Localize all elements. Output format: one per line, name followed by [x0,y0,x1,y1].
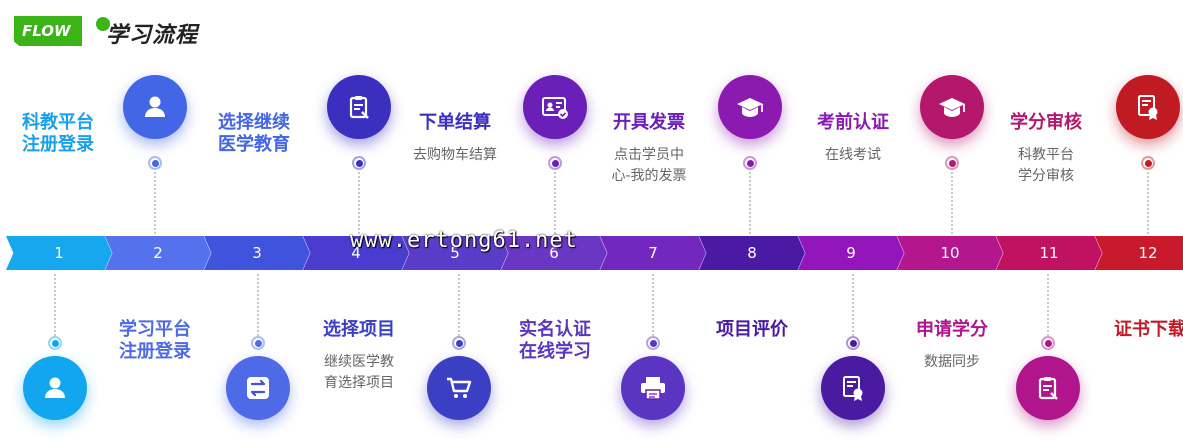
step-marker [548,156,562,170]
clipboard-icon [344,92,374,122]
step-number: 2 [153,244,163,262]
step-arrow-10: 10 [897,236,1003,270]
user-icon [140,92,170,122]
flow-badge: FLOW [14,16,82,46]
step-arrow-11: 11 [996,236,1102,270]
flow-dot [96,17,110,31]
top-step-circle [718,75,782,139]
bottom-step-title: 申请学分 [916,319,988,340]
certificate-icon [1133,92,1163,122]
connector-line [154,172,156,234]
step-marker [646,336,660,350]
top-step-circle [920,75,984,139]
top-step-circle [327,75,391,139]
graduation-cap-icon [735,92,765,122]
step-marker [251,336,265,350]
page-title: 学习流程 [106,23,199,48]
step-marker [743,156,757,170]
step-number: 7 [648,244,658,262]
step-marker [945,156,959,170]
step-marker [1041,336,1055,350]
id-card-icon [540,92,570,122]
top-step-circle [123,75,187,139]
watermark-text: www.ertong61.net [350,228,578,253]
top-step-title: 科教平台注册登录 [22,112,94,155]
connector-line [257,274,259,336]
printer-icon [638,373,668,403]
bottom-step-title: 学习平台注册登录 [119,319,191,362]
top-step-title: 学分审核 [1010,112,1082,133]
graduation-cap-icon [937,92,967,122]
step-number: 3 [252,244,262,262]
connector-line [852,274,854,336]
user-icon [40,373,70,403]
swap-icon [243,373,273,403]
step-arrow-4: 4 [303,236,409,270]
connector-line [458,274,460,336]
bottom-step-circle [621,356,685,420]
step-number: 1 [54,244,64,262]
step-arrow-7: 7 [600,236,706,270]
top-step-title: 开具发票 [613,112,685,133]
bottom-step-title: 选择项目 [323,319,395,340]
connector-line [749,172,751,234]
bottom-step-title: 实名认证在线学习 [519,319,591,362]
step-arrow-12: 12 [1095,236,1183,270]
step-arrow-3: 3 [204,236,310,270]
step-marker [846,336,860,350]
step-number: 10 [940,244,960,262]
step-number: 4 [351,244,361,262]
step-arrow-8: 8 [699,236,805,270]
step-marker [452,336,466,350]
bottom-step-circle [821,356,885,420]
step-number: 5 [450,244,460,262]
top-step-title: 考前认证 [817,112,889,133]
step-marker [1141,156,1155,170]
bottom-step-title: 证书下载 [1114,319,1183,340]
connector-line [951,172,953,234]
connector-line [54,274,56,336]
step-number: 6 [549,244,559,262]
top-step-title: 选择继续医学教育 [218,112,290,155]
connector-line [652,274,654,336]
clipboard-icon [1033,373,1063,403]
top-step-circle [523,75,587,139]
bottom-step-circle [23,356,87,420]
step-number: 8 [747,244,757,262]
top-step-circle [1116,75,1180,139]
bottom-step-title: 项目评价 [716,319,788,340]
cart-icon [444,373,474,403]
step-marker [352,156,366,170]
bottom-step-circle [226,356,290,420]
top-step-desc: 科教平台学分审核 [1018,147,1074,184]
bottom-step-circle [1016,356,1080,420]
bottom-step-circle [427,356,491,420]
connector-line [554,172,556,234]
bottom-step-desc: 继续医学教育选择项目 [324,354,394,391]
bottom-step-desc: 数据同步 [924,354,980,370]
step-arrow-6: 6 [501,236,607,270]
step-number: 12 [1138,244,1158,262]
top-step-desc: 去购物车结算 [413,147,497,163]
step-number: 9 [846,244,856,262]
top-step-desc: 在线考试 [825,147,881,163]
connector-line [1047,274,1049,336]
step-number: 11 [1039,244,1059,262]
step-marker [48,336,62,350]
certificate-icon [838,373,868,403]
top-step-title: 下单结算 [419,112,491,133]
step-arrow-5: 5 [402,236,508,270]
step-arrow-2: 2 [105,236,211,270]
top-step-desc: 点击学员中心-我的发票 [611,147,687,184]
step-marker [148,156,162,170]
connector-line [358,172,360,234]
connector-line [1147,172,1149,234]
step-arrow-1: 1 [6,236,112,270]
step-arrow-9: 9 [798,236,904,270]
